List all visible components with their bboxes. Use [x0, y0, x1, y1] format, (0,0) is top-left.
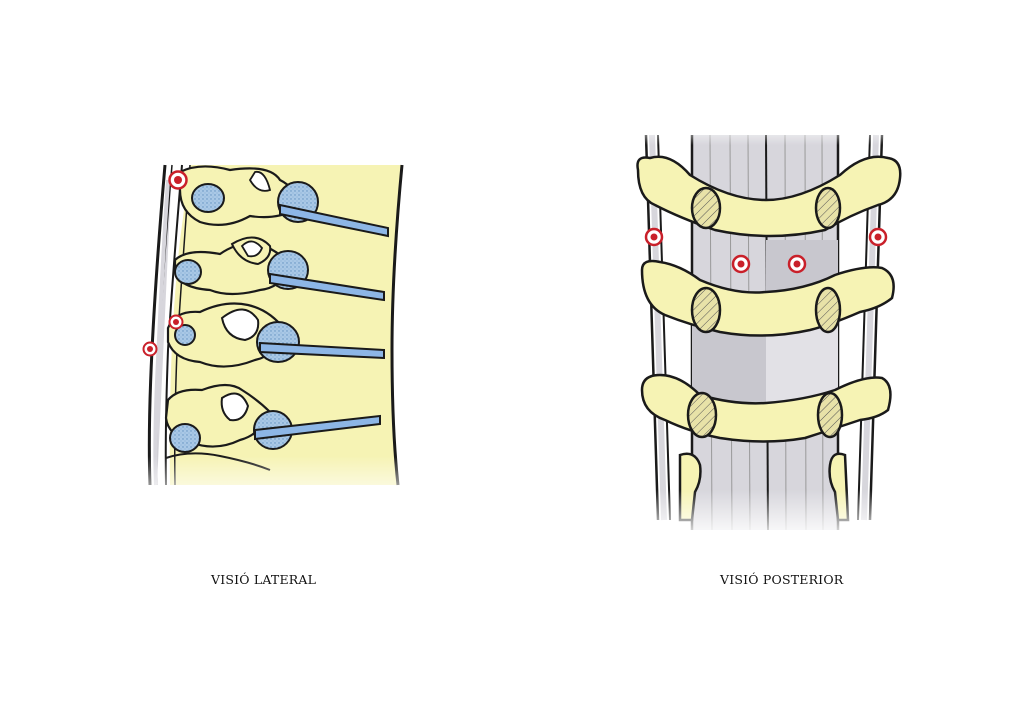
posterior-view-illustration — [620, 120, 920, 540]
posterior-spine-svg — [620, 120, 920, 540]
lateral-view-caption: VISIÓ LATERAL — [211, 572, 317, 587]
posterior-view-caption: VISIÓ POSTERIOR — [720, 572, 844, 587]
lateral-spine-svg — [130, 150, 420, 510]
lateral-view-illustration — [130, 150, 420, 510]
